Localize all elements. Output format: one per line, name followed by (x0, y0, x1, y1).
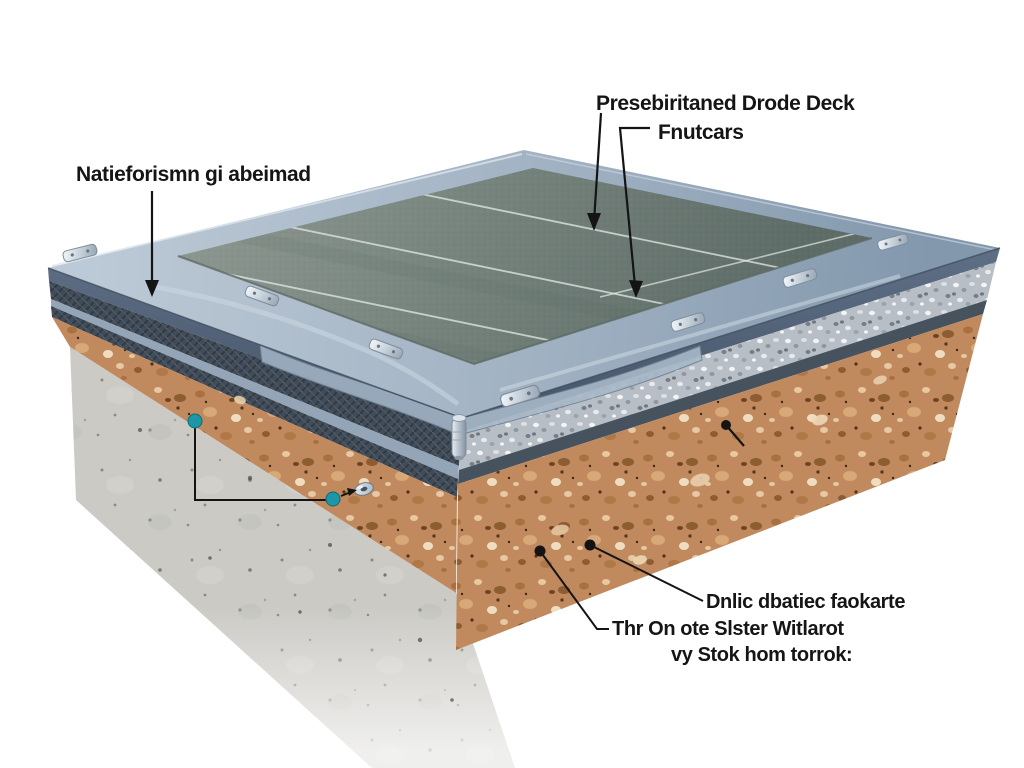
arrowhead-top-secondary (629, 280, 643, 298)
mesh-band-left-lower (51, 306, 458, 497)
flashing-fold-highlight-left (149, 283, 460, 407)
label-bottom-line2: Thr On ote Slster Witlarot (612, 618, 844, 640)
mesh-band-left-upper (49, 281, 461, 466)
marker-arrowhead (347, 488, 357, 496)
corner-bolt (451, 414, 467, 461)
leader-line-top-secondary (618, 126, 650, 287)
trim-band-right (458, 300, 987, 484)
label-top-primary: Presebiritaned Drode Deck (596, 92, 855, 115)
concrete-specks (138, 428, 454, 702)
label-top-secondary: Fnutcars (658, 121, 744, 144)
membrane-edge-shadow (177, 237, 873, 366)
aggregate-layer-right-face (456, 314, 983, 650)
marker-connector-line (194, 428, 326, 501)
leader-line-bottom-2 (539, 550, 609, 630)
flashing-overhang-right (461, 345, 703, 435)
gravel-layer-right-face (459, 262, 996, 470)
teal-marker-dot (187, 413, 203, 429)
annotations (145, 112, 745, 630)
arrowhead-left (145, 280, 159, 297)
aggregate-layer-left-face (52, 317, 457, 593)
label-left: Natieforismn gi abeimad (76, 163, 311, 186)
arrowhead-top-primary (587, 213, 601, 231)
label-bottom-line3: vy Stok hom torrok: (671, 644, 852, 666)
leader-line-top-primary (593, 112, 603, 215)
back-right-edge-highlight (525, 153, 997, 251)
labels: Presebiritaned Drode Deck Fnutcars Natie… (76, 92, 906, 666)
leader-line-bottom-1 (589, 544, 704, 602)
callout-pin-line (725, 424, 745, 447)
roof-membrane-texture (178, 168, 872, 364)
back-left-edge-highlight (51, 153, 523, 267)
aggregate-stones (234, 375, 887, 565)
label-bottom-line1: Dnlic dbatiec faokarte (706, 591, 905, 613)
teal-marker-dot (325, 491, 341, 507)
concrete-slab-face (70, 347, 515, 768)
trim-band-left (51, 299, 459, 479)
flashing-fold-highlight-right (499, 274, 901, 392)
deck-illustration (47, 150, 1001, 768)
